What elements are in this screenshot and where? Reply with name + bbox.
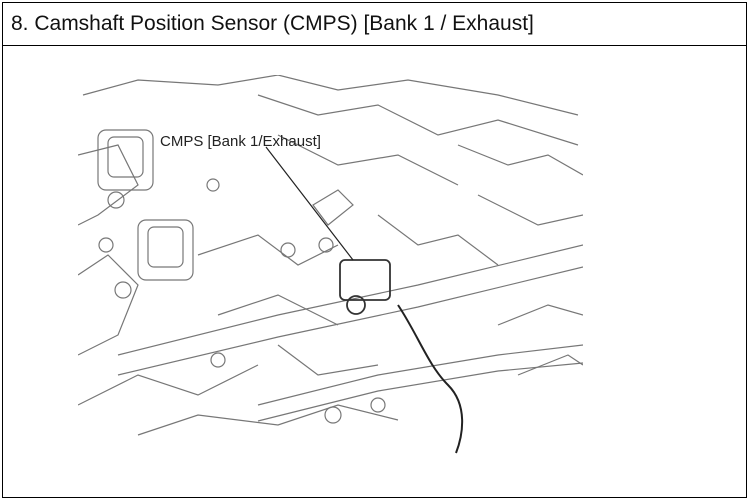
engine-illustration bbox=[78, 75, 583, 454]
page-title: 8. Camshaft Position Sensor (CMPS) [Bank… bbox=[11, 12, 534, 35]
cmps-callout-label: CMPS [Bank 1/Exhaust] bbox=[160, 133, 321, 150]
title-row: 8. Camshaft Position Sensor (CMPS) [Bank… bbox=[3, 3, 746, 46]
callout-leader-line bbox=[265, 146, 354, 261]
